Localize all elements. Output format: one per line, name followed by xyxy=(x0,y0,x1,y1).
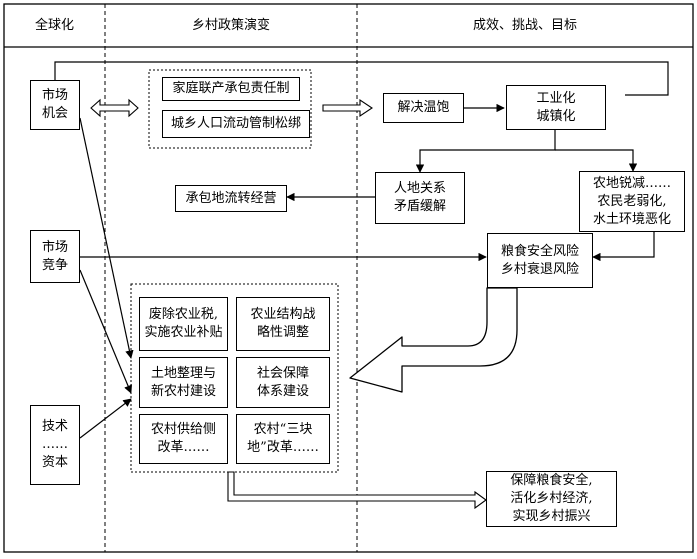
new-policy-group xyxy=(130,283,339,473)
food-solved-box: 解决温饱 xyxy=(383,93,464,123)
opportunity-to-policies-arrow xyxy=(79,117,134,359)
migration-loosening-box: 城乡人口流动管制松绑 xyxy=(162,110,310,138)
social-security-box: 社会保障 体系建设 xyxy=(236,357,330,408)
column-header-globalization: 全球化 xyxy=(34,18,74,33)
risks-box: 粮食安全风险 乡村衰退风险 xyxy=(487,233,593,288)
policies-to-goals-arrow xyxy=(227,471,487,510)
industry-to-challenges-arrow xyxy=(555,149,638,172)
column-header-policy-evolution: 乡村政策演变 xyxy=(191,18,270,33)
market-competition-box: 市场 竞争 xyxy=(30,230,80,283)
household-contract-box: 家庭联产承包责任制 xyxy=(162,77,300,101)
market-opportunity-box: 市场 机会 xyxy=(30,80,80,130)
land-relief-box: 人地关系 矛盾缓解 xyxy=(375,172,465,224)
policy-to-food-arrow xyxy=(322,98,373,118)
tech-capital-box: 技术 …… 资本 xyxy=(30,405,80,485)
market-to-industry-line xyxy=(54,61,669,96)
industrialization-box: 工业化 城镇化 xyxy=(506,85,606,130)
supply-side-box: 农村供给侧 改革…… xyxy=(139,414,228,464)
risk-feedback-arrow xyxy=(349,287,518,393)
abolish-tax-box: 废除农业税, 实施农业补贴 xyxy=(139,297,228,351)
goals-box: 保障粮食安全, 活化乡村经济, 实现乡村振兴 xyxy=(486,471,617,527)
competition-to-policies-arrow xyxy=(79,269,132,394)
tech-to-policies-arrow xyxy=(79,398,132,439)
land-consolidation-box: 土地整理与 新农村建设 xyxy=(139,357,228,408)
outer-frame xyxy=(3,3,694,553)
land-transfer-box: 承包地流转经营 xyxy=(175,185,287,212)
structure-adjust-box: 农业结构战 略性调整 xyxy=(236,297,330,351)
double-arrow xyxy=(90,98,139,118)
industry-to-relief-arrow xyxy=(415,130,556,173)
early-policy-group xyxy=(148,69,312,149)
challenges-box: 农地锐减…… 农民老弱化, 水土环境恶化 xyxy=(579,171,685,232)
column-header-outcomes: 成效、挑战、目标 xyxy=(472,18,577,33)
challenges-to-risks-arrow xyxy=(592,232,655,262)
three-lands-box: 农村“三块 地”改革…… xyxy=(236,414,330,464)
